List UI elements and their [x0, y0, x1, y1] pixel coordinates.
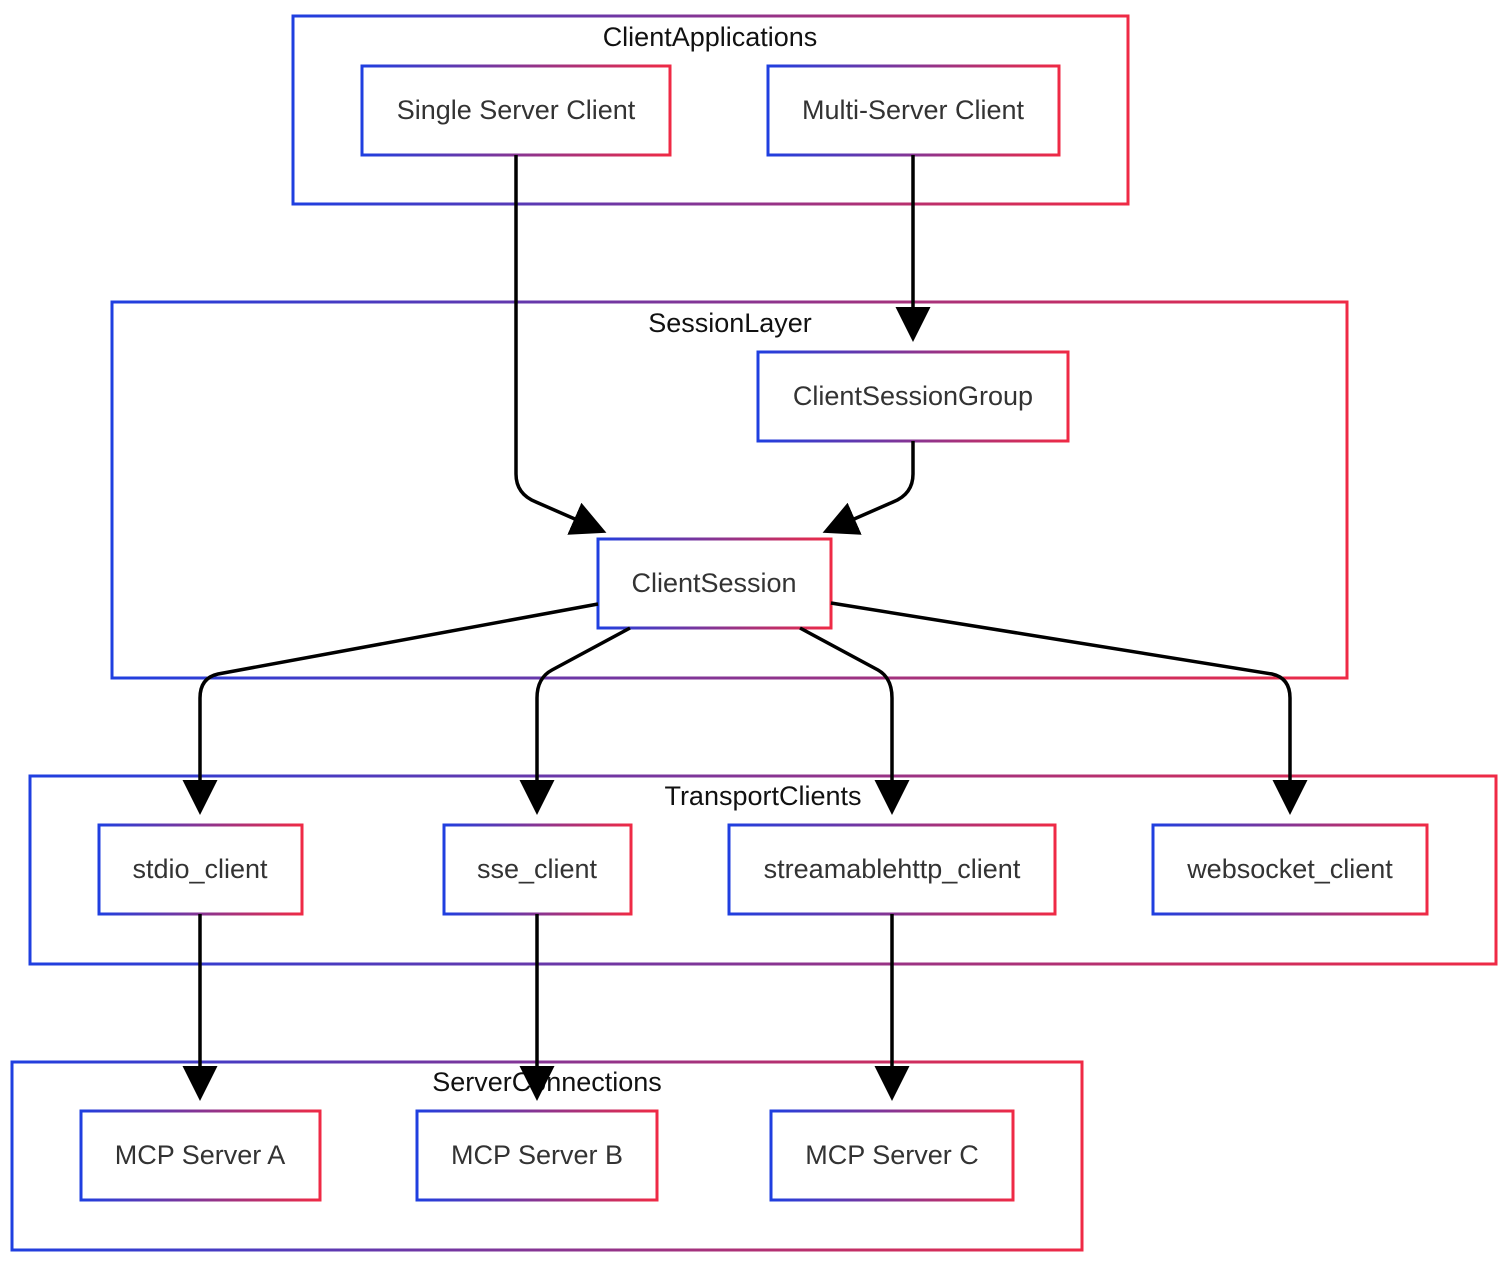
node-mcp-server-b[interactable]: MCP Server B	[415, 1109, 659, 1202]
group-session-layer: SessionLayer	[110, 300, 1349, 680]
edge-single-server-client-to-client-session	[514, 155, 607, 535]
node-label-multi-server-client: Multi-Server Client	[802, 95, 1025, 125]
node-label-client-session: ClientSession	[631, 568, 796, 598]
edge-client-session-to-streamablehttp-client	[799, 626, 910, 815]
group-label-client-applications: ClientApplications	[603, 22, 818, 52]
group-label-transport-clients: TransportClients	[664, 781, 861, 811]
node-multi-server-client[interactable]: Multi-Server Client	[766, 64, 1061, 157]
group-transport-clients: TransportClients	[28, 774, 1498, 966]
node-mcp-server-c[interactable]: MCP Server C	[769, 1109, 1015, 1202]
node-client-session-group[interactable]: ClientSessionGroup	[756, 350, 1070, 443]
node-label-single-server-client: Single Server Client	[397, 95, 636, 125]
node-label-websocket-client: websocket_client	[1186, 854, 1393, 884]
node-websocket-client[interactable]: websocket_client	[1151, 823, 1429, 916]
edge-client-session-to-websocket-client	[830, 601, 1308, 815]
node-label-client-session-group: ClientSessionGroup	[793, 381, 1033, 411]
group-label-server-connections: ServerConnections	[432, 1067, 662, 1097]
node-mcp-server-a[interactable]: MCP Server A	[79, 1109, 322, 1202]
node-stdio-client[interactable]: stdio_client	[97, 823, 304, 916]
node-label-mcp-server-b: MCP Server B	[451, 1140, 623, 1170]
node-label-mcp-server-a: MCP Server A	[115, 1140, 286, 1170]
edge-client-session-to-stdio-client	[182, 602, 599, 815]
node-label-mcp-server-c: MCP Server C	[805, 1140, 979, 1170]
node-label-stdio-client: stdio_client	[132, 854, 268, 884]
edge-client-session-group-to-client-session	[822, 441, 915, 535]
edges	[182, 155, 1308, 1101]
group-label-session-layer: SessionLayer	[648, 308, 812, 338]
edge-client-session-to-sse-client	[519, 626, 631, 815]
group-client-applications: ClientApplications	[291, 14, 1130, 206]
node-single-server-client[interactable]: Single Server Client	[360, 64, 672, 157]
node-client-session[interactable]: ClientSession	[596, 537, 833, 630]
node-sse-client[interactable]: sse_client	[442, 823, 633, 916]
node-label-streamablehttp-client: streamablehttp_client	[764, 854, 1021, 884]
node-streamablehttp-client[interactable]: streamablehttp_client	[727, 823, 1057, 916]
node-label-sse-client: sse_client	[477, 854, 598, 884]
